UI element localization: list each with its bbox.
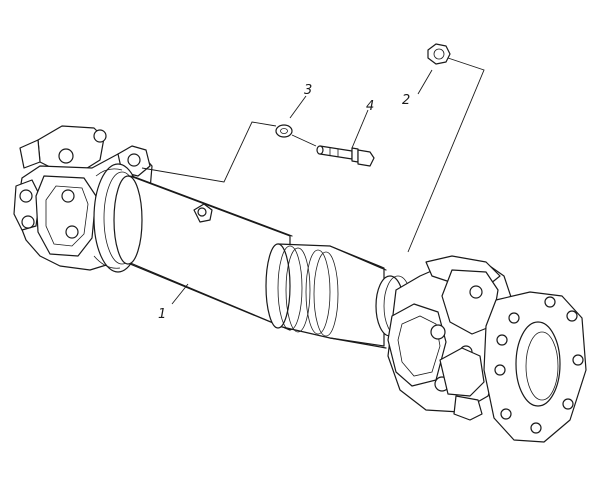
slip-joint-sleeve — [265, 243, 387, 349]
leader-lines — [141, 57, 485, 305]
shaft-tube — [113, 175, 293, 331]
callout-4: 4 — [366, 99, 374, 114]
callout-labels: 1 2 3 4 — [158, 83, 410, 322]
bolt-part-4 — [316, 145, 375, 167]
callout-1: 1 — [158, 307, 166, 322]
right-universal-joint — [375, 255, 587, 443]
callout-2: 2 — [402, 93, 410, 108]
callout-3: 3 — [304, 83, 312, 98]
washer-part-3 — [275, 124, 293, 138]
nut-part-2 — [427, 43, 451, 65]
